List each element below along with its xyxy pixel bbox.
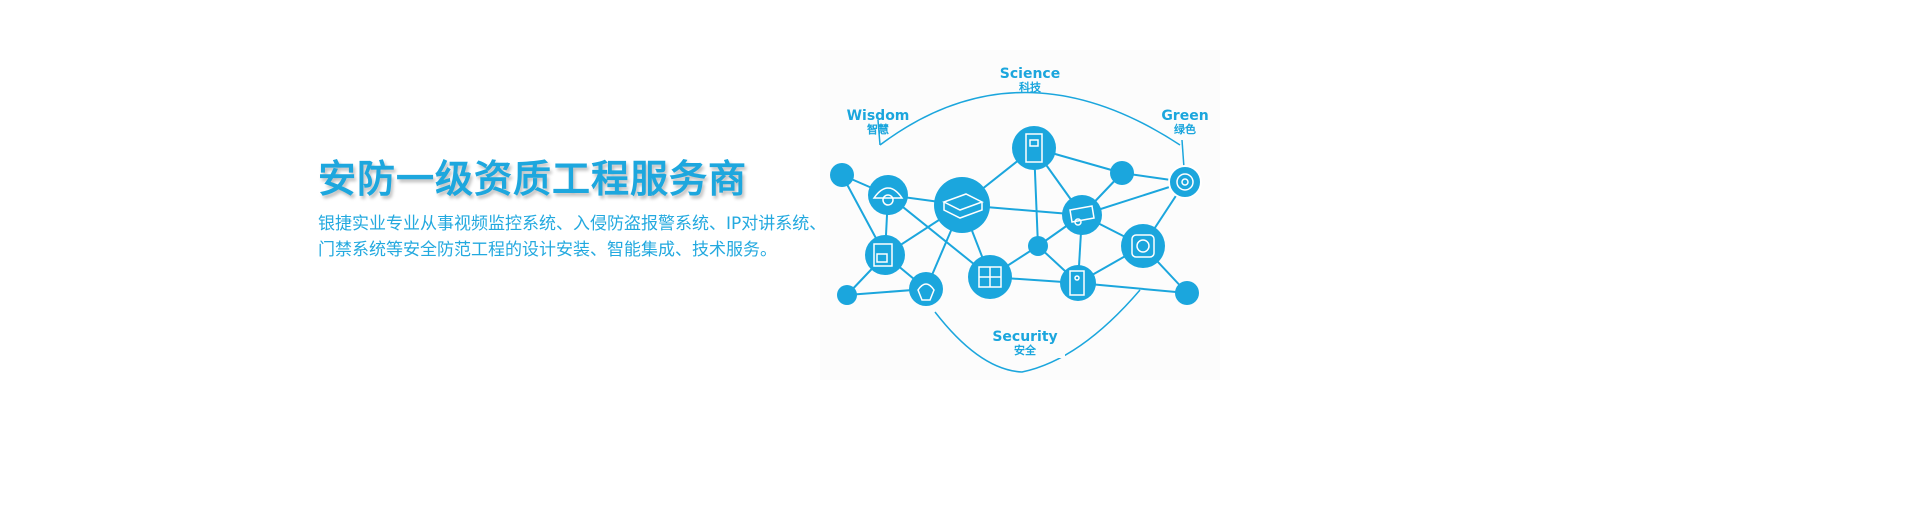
keypad-icon: [865, 235, 905, 275]
sensor-icon: [1168, 165, 1202, 199]
bottom-arc: [934, 289, 1141, 373]
wisdom-connector: [877, 119, 881, 146]
top-arc: [879, 91, 1181, 146]
description-line-1: 银捷实业专业从事视频监控系统、入侵防盗报警系统、IP对讲系统、: [318, 214, 827, 234]
bullet-camera-icon: [1062, 195, 1102, 235]
security-network-diagram: Science 科技 Wisdom 智慧 Green 绿色 Security 安…: [820, 50, 1220, 380]
green-connector: [1181, 139, 1185, 169]
network-nodes: [830, 126, 1202, 306]
node-dot: [837, 285, 857, 305]
access-panel-icon: [1012, 126, 1056, 170]
dvr-recorder-icon: [934, 177, 990, 233]
description-line-2: 门禁系统等安全防范工程的设计安装、智能集成、技术服务。: [318, 240, 777, 260]
node-dot: [1175, 281, 1199, 305]
node-dot: [830, 163, 854, 187]
fingerprint-reader-icon: [1121, 224, 1165, 268]
node-dot: [1028, 236, 1048, 256]
label-security: Security 安全: [985, 330, 1065, 358]
intercom-icon: [1060, 265, 1096, 301]
label-science: Science 科技: [999, 66, 1061, 94]
label-green: Green 绿色: [1161, 108, 1209, 136]
speed-dome-icon: [909, 272, 943, 306]
network-graphic: [830, 91, 1202, 373]
page-title: 安防一级资质工程服务商: [318, 157, 748, 201]
label-wisdom: Wisdom 智慧: [846, 108, 910, 136]
description: 银捷实业专业从事视频监控系统、入侵防盗报警系统、IP对讲系统、 门禁系统等安全防…: [318, 211, 826, 263]
node-dot: [1110, 161, 1134, 185]
